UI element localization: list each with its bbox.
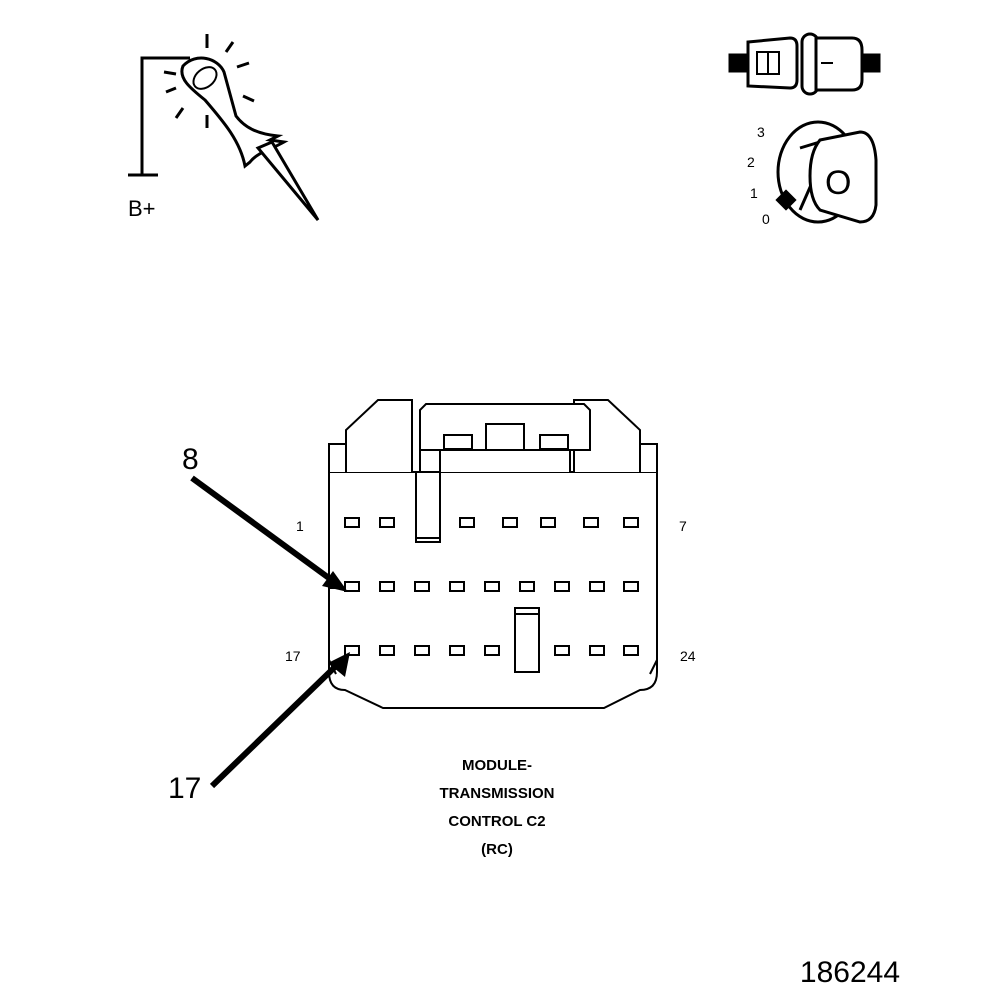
caption-line-1: MODULE- [462,757,532,774]
connector-cavities [344,517,639,656]
pin-cavity-5 [540,517,556,528]
pin-label-24: 24 [680,648,696,664]
pin-cavity-2 [379,517,395,528]
caption-line-2: TRANSMISSION [439,785,554,802]
ignition-position-1: 1 [750,185,758,201]
pin-cavity-21 [484,645,500,656]
pin-cavity-9 [379,581,395,592]
pin-cavity-23 [589,645,605,656]
pin-cavity-11 [449,581,465,592]
pin-label-7: 7 [679,518,687,534]
supply-label: B+ [128,196,156,221]
connector-caption: MODULE- TRANSMISSION CONTROL C2 (RC) [439,757,554,858]
test-light-icon [128,34,320,221]
ignition-key-icon [775,120,878,224]
pin-label-17: 17 [285,648,301,664]
pin-cavity-6 [583,517,599,528]
pin-cavity-3 [459,517,475,528]
caption-line-3: CONTROL C2 [448,813,545,830]
pin-cavity-1 [344,517,360,528]
pin-cavity-22 [554,645,570,656]
callout-arrow-8 [190,475,348,592]
caption-line-4: (RC) [481,841,513,858]
pin-label-1: 1 [296,518,304,534]
pin-cavity-13 [519,581,535,592]
pin-cavity-4 [502,517,518,528]
connector-disconnect-icon [728,32,881,96]
ignition-position-3: 3 [757,124,765,140]
callout-label-17: 17 [168,772,201,805]
pin-cavity-12 [484,581,500,592]
pin-cavity-24 [623,645,639,656]
pin-cavity-18 [379,645,395,656]
pin-cavity-15 [589,581,605,592]
pin-cavity-7 [623,517,639,528]
ignition-position-0: 0 [762,211,770,227]
ignition-key-letter: O [825,164,851,202]
callout-arrow-17 [209,652,350,789]
pin-cavity-14 [554,581,570,592]
pin-cavity-10 [414,581,430,592]
ignition-position-2: 2 [747,154,755,170]
pin-cavity-19 [414,645,430,656]
connector-face [328,399,658,709]
pin-cavity-17 [344,645,360,656]
pin-cavity-20 [449,645,465,656]
figure-number: 186244 [800,956,900,989]
pin-cavity-16 [623,581,639,592]
pin-cavity-8 [344,581,360,592]
callout-label-8: 8 [182,443,199,476]
